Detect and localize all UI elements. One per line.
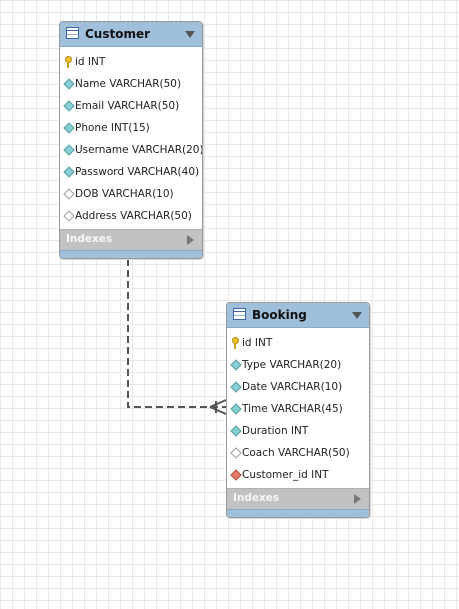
column-diamond-icon [230,381,242,393]
column-label: Type VARCHAR(20) [242,359,342,371]
column-diamond-icon [230,359,242,371]
booking-table-header[interactable]: Booking [227,303,369,328]
nullable-column-icon [63,210,75,222]
column-row[interactable]: id INT [227,332,369,354]
table-icon [233,308,246,320]
indexes-label: Indexes [233,492,280,504]
column-diamond-icon [230,425,242,437]
relationship-connector [127,248,226,408]
column-label: Password VARCHAR(40) [75,166,200,178]
column-label: Address VARCHAR(50) [75,210,192,222]
collapse-arrow-icon[interactable] [185,31,195,38]
foreign-key-icon [230,469,242,481]
column-diamond-icon [63,100,75,112]
column-row[interactable]: Address VARCHAR(50) [60,205,202,227]
customer-table-header[interactable]: Customer [60,22,202,47]
column-row[interactable]: Date VARCHAR(10) [227,376,369,398]
column-row[interactable]: Email VARCHAR(50) [60,95,202,117]
customer-table[interactable]: Customer id INT Name VARCHAR(50) Email V… [59,21,203,259]
column-label: Name VARCHAR(50) [75,78,182,90]
column-diamond-icon [63,122,75,134]
indexes-section[interactable]: Indexes [227,488,369,509]
column-row[interactable]: id INT [60,51,202,73]
column-row[interactable]: Duration INT [227,420,369,442]
column-row[interactable]: Phone INT(15) [60,117,202,139]
column-row[interactable]: DOB VARCHAR(10) [60,183,202,205]
column-diamond-icon [230,403,242,415]
crow-foot-upper [209,399,227,408]
column-label: id INT [242,337,273,349]
crow-foot-lower [209,406,227,415]
column-label: id INT [75,56,106,68]
primary-key-icon [65,56,72,68]
column-row[interactable]: Username VARCHAR(20) [60,139,202,161]
column-label: Date VARCHAR(10) [242,381,343,393]
nullable-column-icon [63,188,75,200]
table-title: Customer [85,27,151,41]
booking-table[interactable]: Booking id INT Type VARCHAR(20) Date VAR… [226,302,370,518]
column-diamond-icon [63,166,75,178]
column-label: Duration INT [242,425,309,437]
expand-arrow-icon[interactable] [354,494,361,504]
column-row[interactable]: Time VARCHAR(45) [227,398,369,420]
column-row[interactable]: Type VARCHAR(20) [227,354,369,376]
column-diamond-icon [63,144,75,156]
expand-arrow-icon[interactable] [187,235,194,245]
table-icon [66,27,79,39]
indexes-label: Indexes [66,233,113,245]
column-label: Time VARCHAR(45) [242,403,343,415]
indexes-section[interactable]: Indexes [60,229,202,250]
column-row[interactable]: Password VARCHAR(40) [60,161,202,183]
column-label: Coach VARCHAR(50) [242,447,350,459]
column-diamond-icon [63,78,75,90]
nullable-column-icon [230,447,242,459]
column-row[interactable]: Customer_id INT [227,464,369,486]
column-label: Phone INT(15) [75,122,150,134]
column-label: DOB VARCHAR(10) [75,188,174,200]
collapse-arrow-icon[interactable] [352,312,362,319]
table-title: Booking [252,308,307,322]
primary-key-icon [232,337,239,349]
column-row[interactable]: Coach VARCHAR(50) [227,442,369,464]
column-label: Email VARCHAR(50) [75,100,180,112]
column-label: Username VARCHAR(20) [75,144,203,156]
table-footer [227,509,369,517]
column-row[interactable]: Name VARCHAR(50) [60,73,202,95]
column-label: Customer_id INT [242,469,329,481]
table-footer [60,250,202,258]
